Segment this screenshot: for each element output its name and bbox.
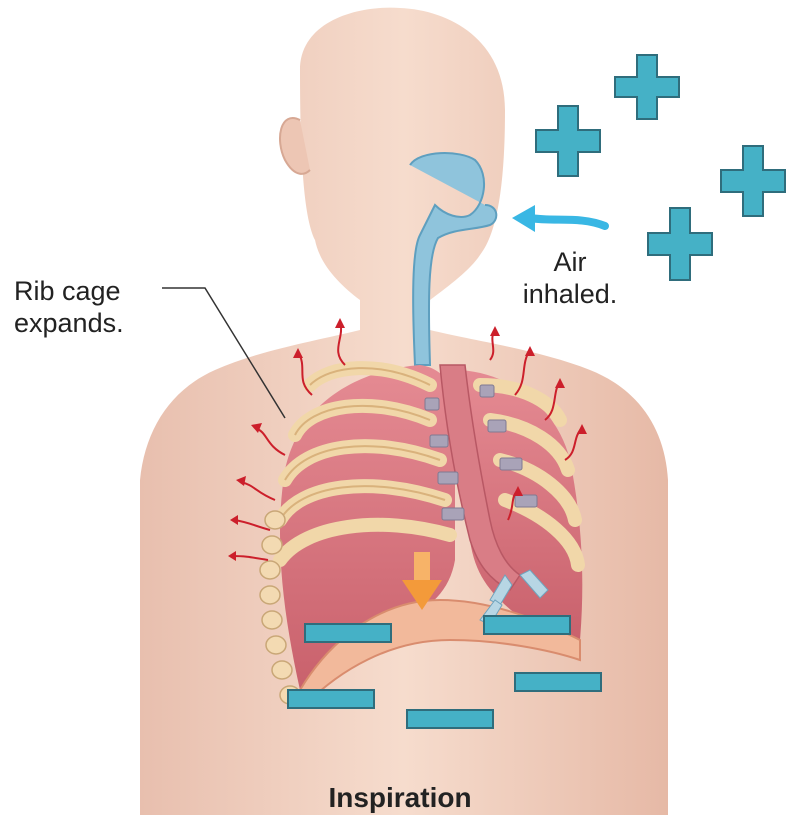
air-inhaled-label-text: Air inhaled. <box>520 246 620 310</box>
air-inhaled-label: Air inhaled. <box>510 246 630 310</box>
minus-marker <box>304 623 392 643</box>
minus-marker <box>406 709 494 729</box>
minus-marker <box>514 672 602 692</box>
plus-marker <box>536 106 600 176</box>
plus-marker <box>648 208 712 280</box>
rib-cage-label: Rib cage expands. <box>14 275 164 339</box>
rib-cage-label-text: Rib cage expands. <box>14 275 164 339</box>
plus-marker <box>615 55 679 119</box>
air-inhaled-arrow <box>512 205 605 232</box>
minus-marker <box>483 615 571 635</box>
minus-marker <box>287 689 375 709</box>
plus-marker <box>721 146 785 216</box>
diagram-title: Inspiration <box>300 782 500 814</box>
